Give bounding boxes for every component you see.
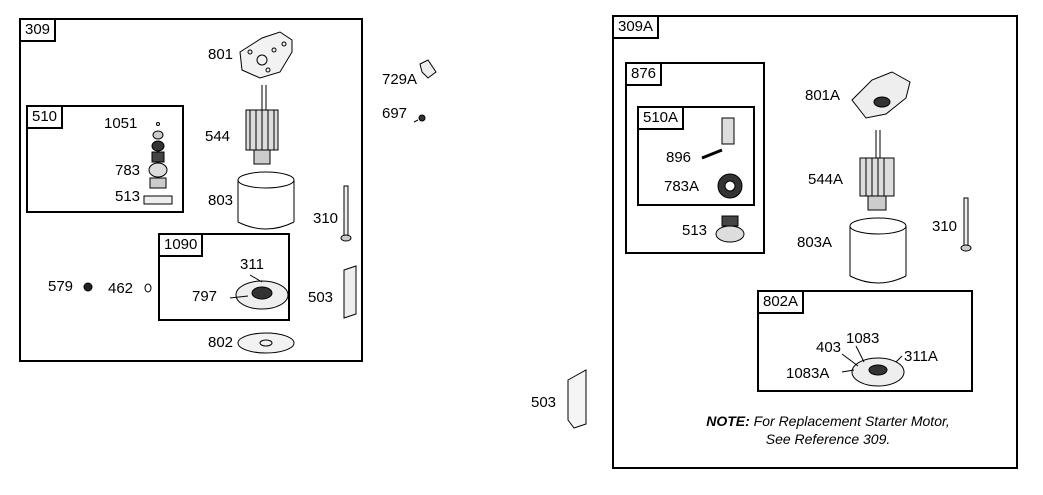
part-label-311a: 311A	[904, 348, 938, 365]
part-label-801: 801	[208, 46, 234, 63]
group-tag-876: 876	[627, 64, 663, 86]
end-plate-802a-icon	[841, 345, 905, 387]
group-tag-309a: 309A	[614, 17, 660, 39]
part-label-801a: 801A	[805, 87, 841, 104]
part-label-797: 797	[192, 288, 218, 305]
gear-513b-icon	[715, 215, 745, 243]
gear-stack-icon	[143, 122, 173, 205]
bolt-310-icon	[340, 185, 352, 242]
part-label-513: 513	[115, 188, 141, 205]
group-box-1090: 1090	[158, 233, 290, 321]
part-label-579: 579	[48, 278, 74, 295]
part-label-803a: 803A	[797, 234, 833, 251]
part-label-503: 503	[308, 289, 334, 306]
part-label-544a: 544A	[808, 171, 844, 188]
part-label-803: 803	[208, 192, 234, 209]
group-box-510a: 510A	[637, 106, 755, 206]
group-tag-309: 309	[21, 20, 57, 42]
brush-plate-797-icon	[229, 274, 289, 310]
part-label-1083: 1083	[846, 330, 880, 347]
note-line-1: NOTE: For Replacement Starter Motor,	[668, 412, 988, 430]
group-box-802a: 802A	[757, 290, 973, 392]
armature-544a-icon	[859, 130, 895, 211]
part-label-697: 697	[382, 105, 408, 122]
nut-579-icon	[83, 282, 93, 292]
part-label-310: 310	[313, 210, 339, 227]
screw-697-icon	[413, 114, 426, 123]
washer-462-icon	[144, 283, 152, 293]
replacement-note: NOTE: For Replacement Starter Motor, See…	[668, 412, 988, 448]
part-label-729a: 729A	[382, 71, 418, 88]
part-label-311: 311	[240, 256, 264, 273]
note-prefix: NOTE:	[706, 413, 750, 429]
housing-803a-icon	[849, 217, 907, 284]
bracket-801a-icon	[851, 71, 911, 119]
group-box-876: 876	[625, 62, 765, 254]
group-tag-510: 510	[28, 107, 64, 129]
drive-parts-510a-icon	[701, 117, 743, 199]
note-line-1-text: For Replacement Starter Motor,	[749, 413, 950, 429]
group-box-309a: 309A	[612, 15, 1018, 469]
bracket-801-icon	[239, 31, 293, 79]
bolt-310b-icon	[960, 197, 972, 252]
armature-544-icon	[245, 85, 279, 165]
group-tag-802a: 802A	[759, 292, 805, 314]
part-label-783: 783	[115, 162, 141, 179]
group-box-309: 309	[19, 18, 363, 362]
part-label-1051: 1051	[104, 115, 138, 132]
group-box-510: 510	[26, 105, 184, 213]
note-line-2: See Reference 309.	[765, 431, 891, 447]
strip-503-icon	[343, 265, 357, 319]
part-label-896: 896	[666, 149, 692, 166]
part-label-503b: 503	[531, 394, 557, 411]
part-label-513b: 513	[682, 222, 708, 239]
part-label-783a: 783A	[664, 178, 700, 195]
housing-803-icon	[237, 171, 295, 230]
strip-503b-icon	[567, 369, 587, 429]
clip-729a-icon	[419, 59, 437, 79]
end-cap-802-icon	[237, 332, 295, 354]
part-label-462: 462	[108, 280, 134, 297]
group-tag-1090: 1090	[160, 235, 204, 257]
part-label-310b: 310	[932, 218, 958, 235]
part-label-403: 403	[816, 339, 842, 356]
part-label-1083a: 1083A	[786, 365, 830, 382]
part-label-544: 544	[205, 128, 231, 145]
group-tag-510a: 510A	[639, 108, 685, 130]
part-label-802: 802	[208, 334, 234, 351]
